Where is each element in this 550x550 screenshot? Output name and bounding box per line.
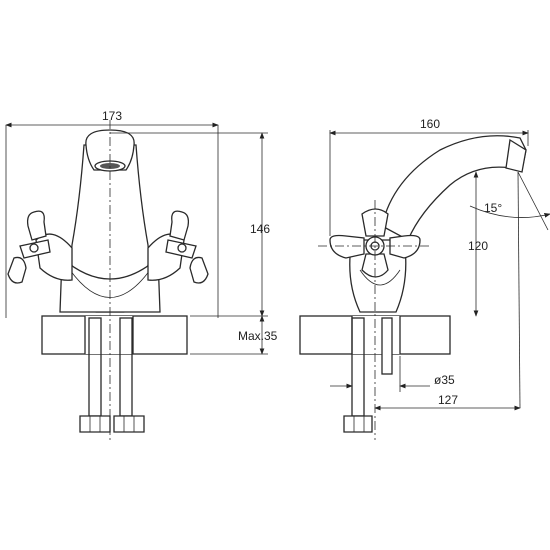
left-handle <box>7 210 51 284</box>
offset-dimension-label: 127 <box>438 393 458 407</box>
height-dimension-label: 146 <box>250 222 270 236</box>
diameter-label: ø35 <box>434 373 455 387</box>
max-thickness-label: Max.35 <box>238 329 278 343</box>
side-view: 160 120 15° ø35 127 <box>299 117 550 440</box>
reach-dimension-label: 160 <box>420 117 440 131</box>
side-hose-nut <box>343 415 373 433</box>
right-valve <box>147 233 185 281</box>
spout-tip <box>505 138 527 173</box>
left-hose-nut <box>79 415 111 433</box>
angle-arc <box>469 205 550 218</box>
spout-arm <box>381 135 527 241</box>
right-handle <box>165 210 209 284</box>
front-view: 173 146 Max.35 <box>5 109 278 440</box>
side-stud <box>381 317 393 375</box>
width-dimension-label: 173 <box>102 109 122 123</box>
angle-label: 15° <box>484 201 502 215</box>
right-hose-nut <box>113 415 145 433</box>
spout-height-label: 120 <box>468 239 488 253</box>
cross-handle <box>329 208 421 278</box>
